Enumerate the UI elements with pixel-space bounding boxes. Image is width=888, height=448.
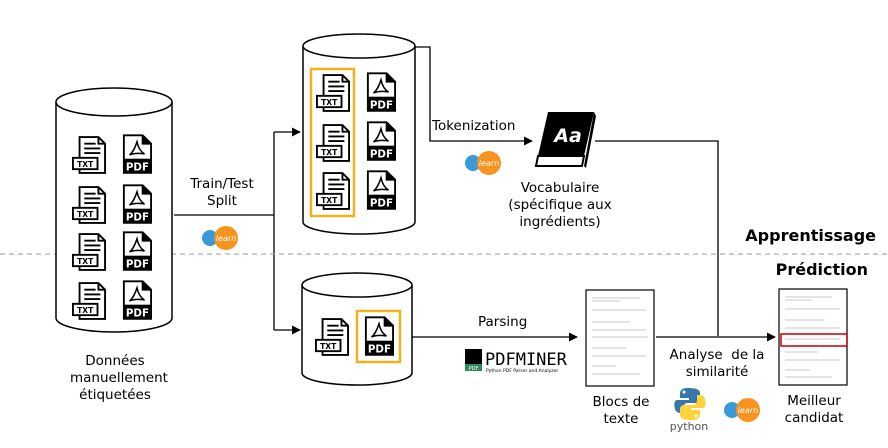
- svg-text:learn: learn: [479, 159, 499, 168]
- pdf-file-icon: [364, 316, 394, 356]
- svg-text:learn: learn: [738, 406, 758, 415]
- pdf-file-icon: [122, 231, 152, 271]
- pdf-file-icon: [366, 170, 396, 210]
- pdf-file-icon: [366, 72, 396, 112]
- text-blocks-document: [585, 289, 655, 387]
- text-blocks-label: Blocs de texte: [592, 394, 650, 427]
- test-cylinder: [301, 272, 413, 386]
- best-candidate-label: Meilleur candidat: [784, 393, 844, 426]
- pdfminer-logo-icon: PDF PDFMINER Python PDF Parser and Analy…: [465, 349, 568, 374]
- vocabulary-label: Vocabulaire (spécifique aux ingrédients): [508, 180, 612, 230]
- vocabulary-book-icon: Aa: [534, 112, 596, 168]
- parsing-label: Parsing: [478, 314, 528, 330]
- svg-text:Python PDF Parser and Analyzer: Python PDF Parser and Analyzer: [486, 368, 558, 374]
- tokenization-label: Tokenization: [432, 118, 516, 134]
- python-logo-icon: python: [670, 388, 709, 433]
- train-test-split-label: Train/Test Split: [190, 176, 254, 209]
- svg-text:learn: learn: [216, 234, 236, 243]
- train-cylinder: [302, 33, 416, 235]
- sklearn-logo-icon: learn: [202, 226, 238, 250]
- best-candidate-document: [778, 288, 848, 386]
- selected-block-highlight: [780, 333, 848, 347]
- train-txt-highlight: [309, 67, 356, 218]
- learning-phase-label: Apprentissage: [745, 226, 876, 245]
- pdf-file-icon: [122, 134, 152, 174]
- pdf-file-icon: [122, 184, 152, 224]
- labeled-data-label: Données manuellement étiquetées: [70, 353, 168, 403]
- sklearn-logo-icon: learn: [465, 151, 501, 175]
- sklearn-logo-icon: learn: [724, 398, 760, 422]
- similarity-analysis-label: Analyse de la similarité: [669, 347, 765, 380]
- prediction-phase-label: Prédiction: [775, 260, 868, 279]
- pdf-file-icon: [366, 121, 396, 161]
- svg-text:PDF: PDF: [469, 366, 479, 372]
- svg-text:Aa: Aa: [552, 125, 582, 147]
- pdf-file-icon: [122, 280, 152, 320]
- svg-text:python: python: [670, 420, 709, 433]
- connector-vocab-to-analysis: [595, 140, 719, 336]
- svg-text:PDFMINER: PDFMINER: [485, 350, 568, 370]
- labeled-data-cylinder: [55, 87, 173, 333]
